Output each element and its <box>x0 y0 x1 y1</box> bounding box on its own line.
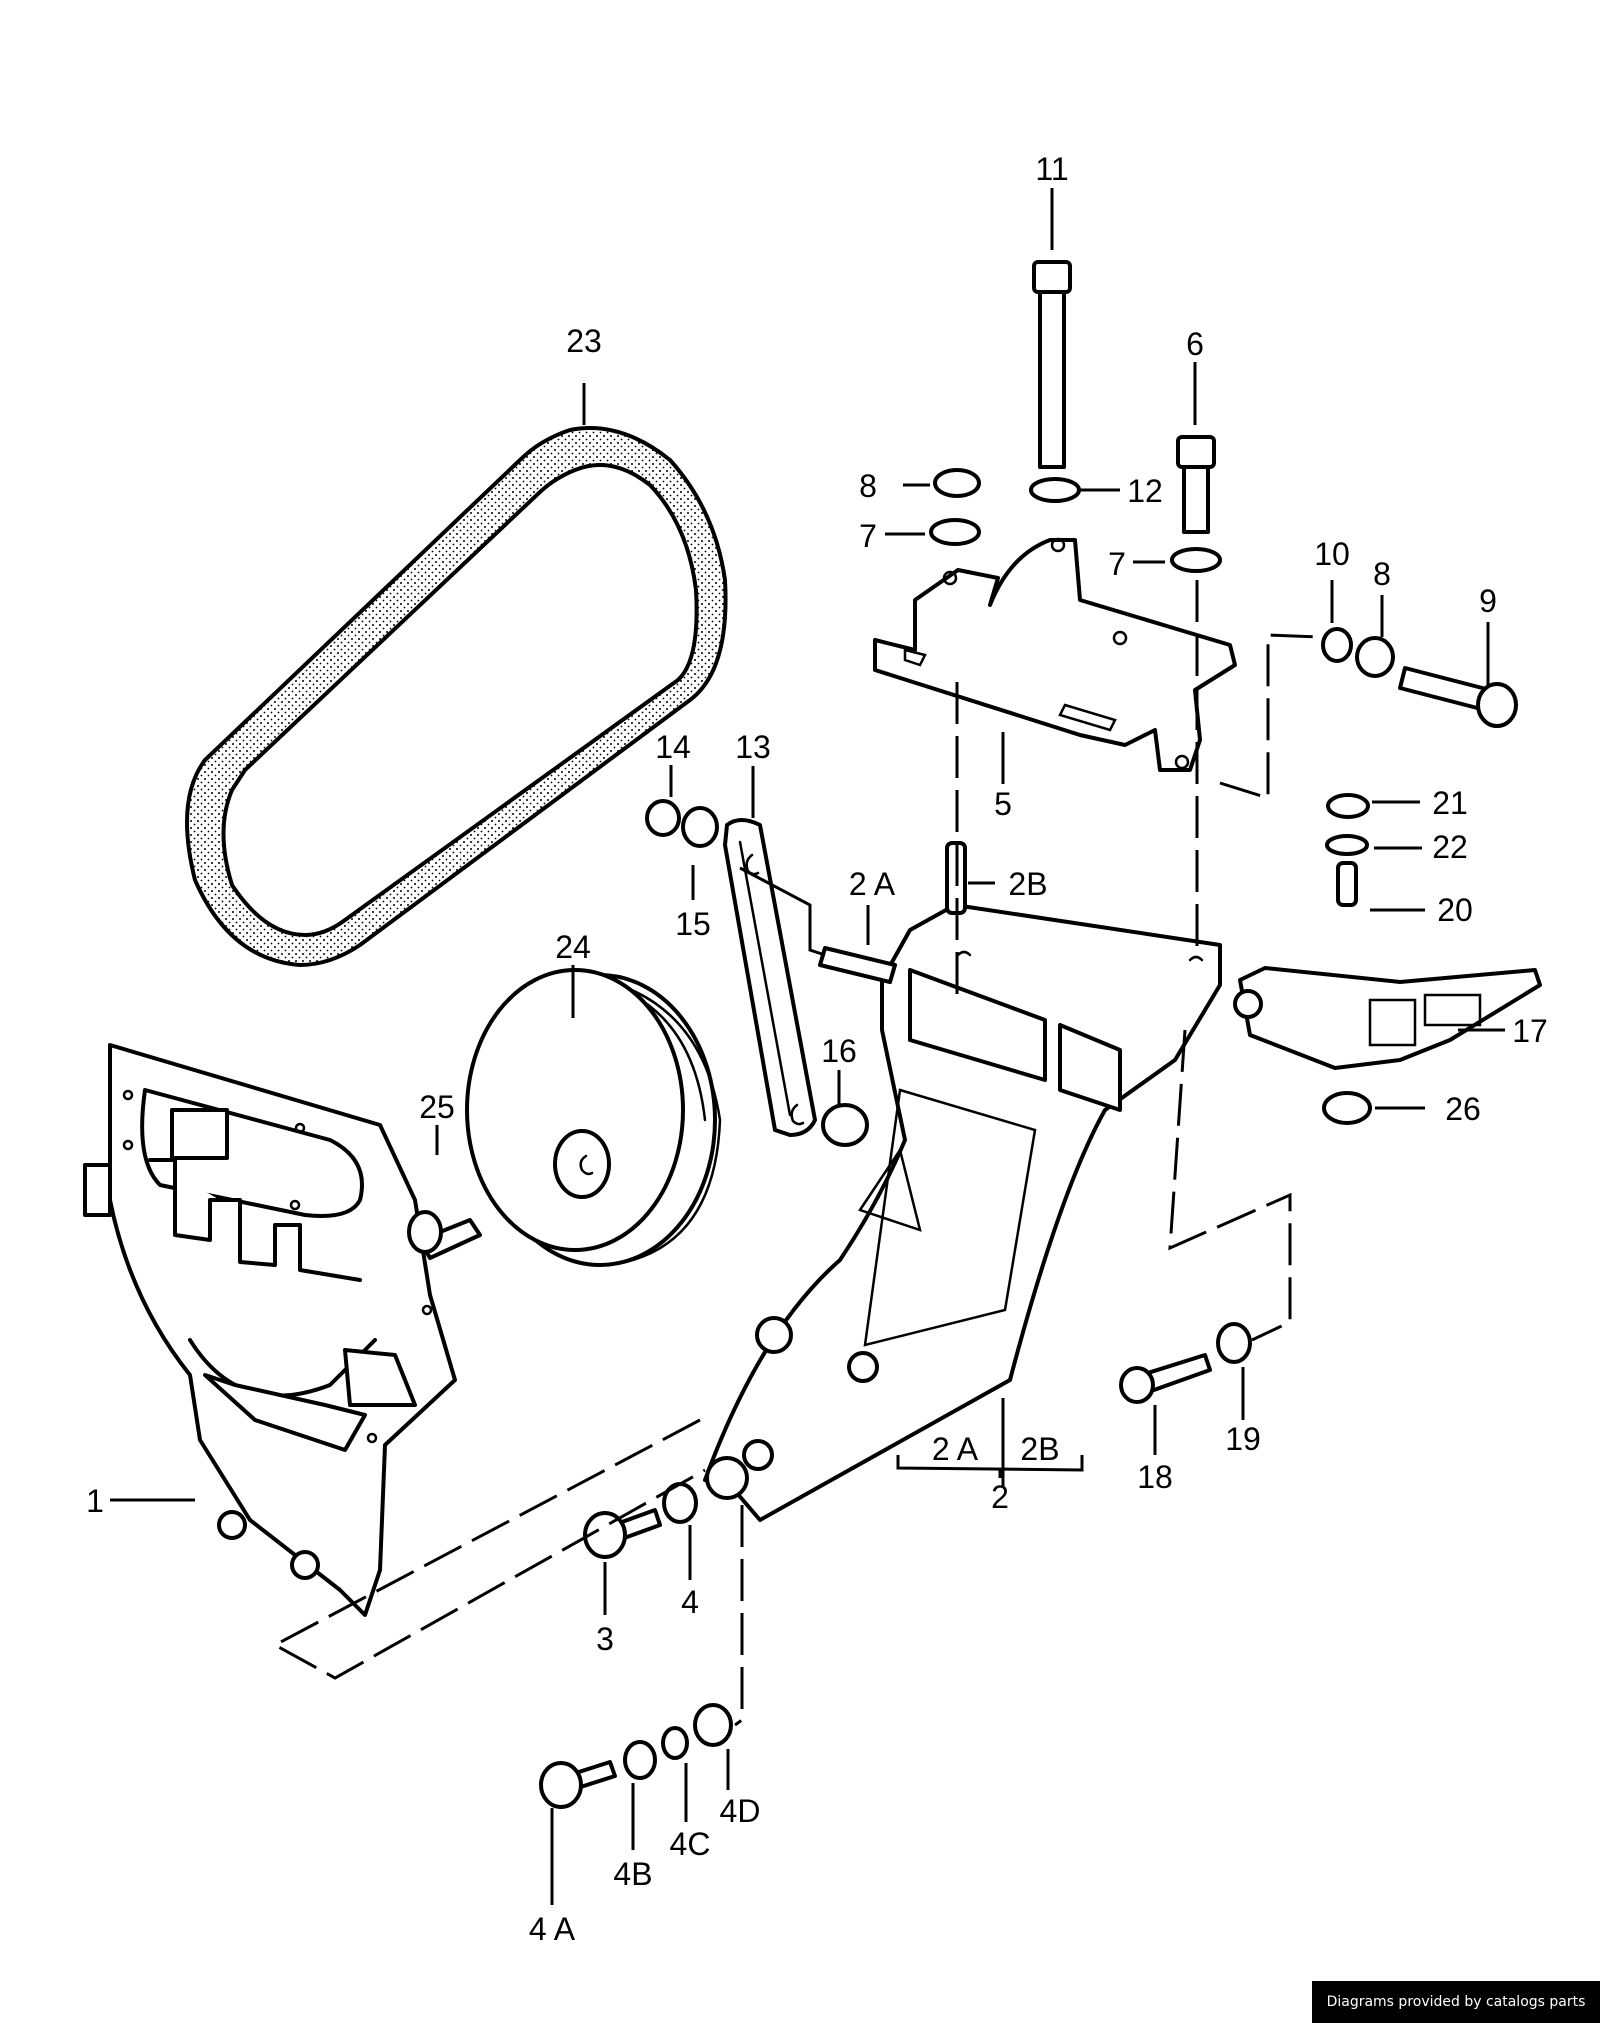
part-22-washer[interactable] <box>1325 834 1369 856</box>
callout-8-right[interactable]: 8 <box>1373 556 1391 592</box>
callout-13[interactable]: 13 <box>735 729 771 765</box>
callout-15[interactable]: 15 <box>675 906 711 942</box>
part-18-bolt[interactable] <box>1119 1353 1212 1404</box>
callout-4[interactable]: 4 <box>681 1584 699 1620</box>
callout-8-top[interactable]: 8 <box>859 468 877 504</box>
callout-19[interactable]: 19 <box>1225 1421 1261 1457</box>
callout-21[interactable]: 21 <box>1432 785 1468 821</box>
callout-9[interactable]: 9 <box>1479 583 1497 619</box>
callout-17[interactable]: 17 <box>1512 1013 1548 1049</box>
callout-3[interactable]: 3 <box>596 1621 614 1657</box>
callout-23[interactable]: 23 <box>566 323 602 359</box>
part-17-support-bracket[interactable] <box>1233 966 1542 1070</box>
callout-22[interactable]: 22 <box>1432 829 1468 865</box>
part-6-bolt[interactable] <box>1176 435 1216 534</box>
part-12-washer[interactable] <box>1029 477 1081 503</box>
part-9-bolt[interactable] <box>1398 666 1518 728</box>
part-15-washer[interactable] <box>681 806 719 848</box>
part-21-nut[interactable] <box>1326 793 1370 819</box>
part-24-pulley[interactable] <box>465 968 722 1267</box>
callout-24[interactable]: 24 <box>555 929 591 965</box>
part-25-bolt[interactable] <box>407 1210 482 1260</box>
callout-25[interactable]: 25 <box>419 1089 455 1125</box>
callout-2a-group[interactable]: 2 A <box>932 1431 979 1467</box>
callout-10[interactable]: 10 <box>1314 536 1350 572</box>
callout-labels: 11 6 8 12 7 7 10 8 9 5 21 22 2B 20 2 A 2… <box>86 151 1548 1947</box>
part-8-nut-top[interactable] <box>933 468 981 498</box>
part-3-bolt[interactable] <box>583 1508 662 1559</box>
callout-4d[interactable]: 4D <box>720 1793 761 1829</box>
callout-11[interactable]: 11 <box>1035 151 1068 187</box>
part-4c-lock-washer[interactable] <box>661 1726 689 1760</box>
part-14-nut[interactable] <box>645 799 681 837</box>
part-19-washer[interactable] <box>1216 1322 1252 1364</box>
callout-2b[interactable]: 2B <box>1008 866 1047 902</box>
part-4a-bolt[interactable] <box>539 1760 617 1809</box>
callout-26[interactable]: 26 <box>1445 1091 1481 1127</box>
callout-2a[interactable]: 2 A <box>849 866 896 902</box>
assembly-lines <box>271 580 1319 1727</box>
callout-20[interactable]: 20 <box>1437 892 1473 928</box>
callout-14[interactable]: 14 <box>655 729 691 765</box>
part-1-belt-cover[interactable] <box>83 1043 457 1617</box>
part-13-adjusting-strap[interactable] <box>723 818 817 1137</box>
part-2-mounting-bracket[interactable] <box>703 903 1222 1522</box>
part-11-long-bolt[interactable] <box>1032 260 1072 469</box>
callout-12[interactable]: 12 <box>1127 473 1163 509</box>
callout-2b-group[interactable]: 2B <box>1020 1431 1059 1467</box>
part-7-washer-right[interactable] <box>1170 547 1222 573</box>
callout-1[interactable]: 1 <box>86 1483 104 1519</box>
part-26-grommet[interactable] <box>1322 1091 1372 1125</box>
part-5-upper-bracket[interactable] <box>873 537 1237 772</box>
callout-16[interactable]: 16 <box>821 1033 857 1069</box>
callout-4b[interactable]: 4B <box>613 1856 652 1892</box>
part-2a-stud[interactable] <box>818 946 897 984</box>
leader-lines <box>110 188 1505 1905</box>
part-7-washer-left[interactable] <box>929 518 981 546</box>
callout-4c[interactable]: 4C <box>670 1826 711 1862</box>
diagram-credit-footer: Diagrams provided by catalogs parts <box>1312 1981 1600 2023</box>
part-8-nut-right[interactable] <box>1355 636 1395 678</box>
callout-4a[interactable]: 4 A <box>529 1911 576 1947</box>
part-20-stud[interactable] <box>1336 861 1358 907</box>
callout-7-right[interactable]: 7 <box>1108 546 1126 582</box>
callout-7-left[interactable]: 7 <box>859 518 877 554</box>
part-23-v-belt[interactable] <box>185 426 728 968</box>
callout-18[interactable]: 18 <box>1137 1459 1173 1495</box>
part-10-washer[interactable] <box>1321 627 1353 663</box>
callout-6[interactable]: 6 <box>1186 326 1204 362</box>
part-16-nut[interactable] <box>821 1103 869 1147</box>
part-4b-washer[interactable] <box>623 1740 657 1780</box>
part-4d-nut[interactable] <box>693 1703 733 1747</box>
callout-5[interactable]: 5 <box>994 786 1012 822</box>
callout-2[interactable]: 2 <box>991 1479 1009 1515</box>
